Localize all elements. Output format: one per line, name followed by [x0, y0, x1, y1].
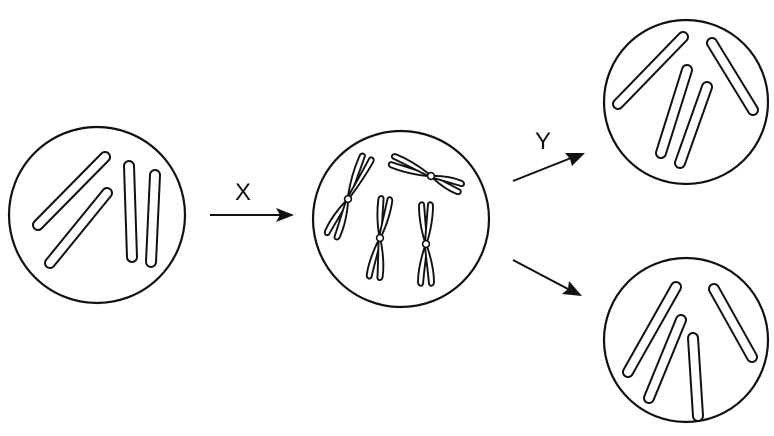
step-x-label: X: [235, 179, 251, 206]
chromosome-vertical-left-fill: [129, 166, 132, 257]
arrow-x: X: [210, 179, 294, 222]
daughter-cell-bottom: [604, 258, 768, 422]
arrow-y: Y: [513, 128, 585, 181]
parent-cell: [9, 127, 185, 303]
dividing-cell: [313, 131, 489, 307]
arrow-lower: [513, 260, 582, 296]
arrow-lower-shaft: [513, 260, 568, 289]
step-y-label: Y: [535, 128, 551, 155]
chromosome-fill: [693, 338, 698, 416]
chromosome-vertical-right-fill: [151, 175, 155, 262]
centromere: [376, 234, 384, 242]
daughter-cell-top: [604, 20, 768, 184]
arrow-y-shaft: [513, 158, 571, 181]
centromere: [423, 241, 430, 248]
